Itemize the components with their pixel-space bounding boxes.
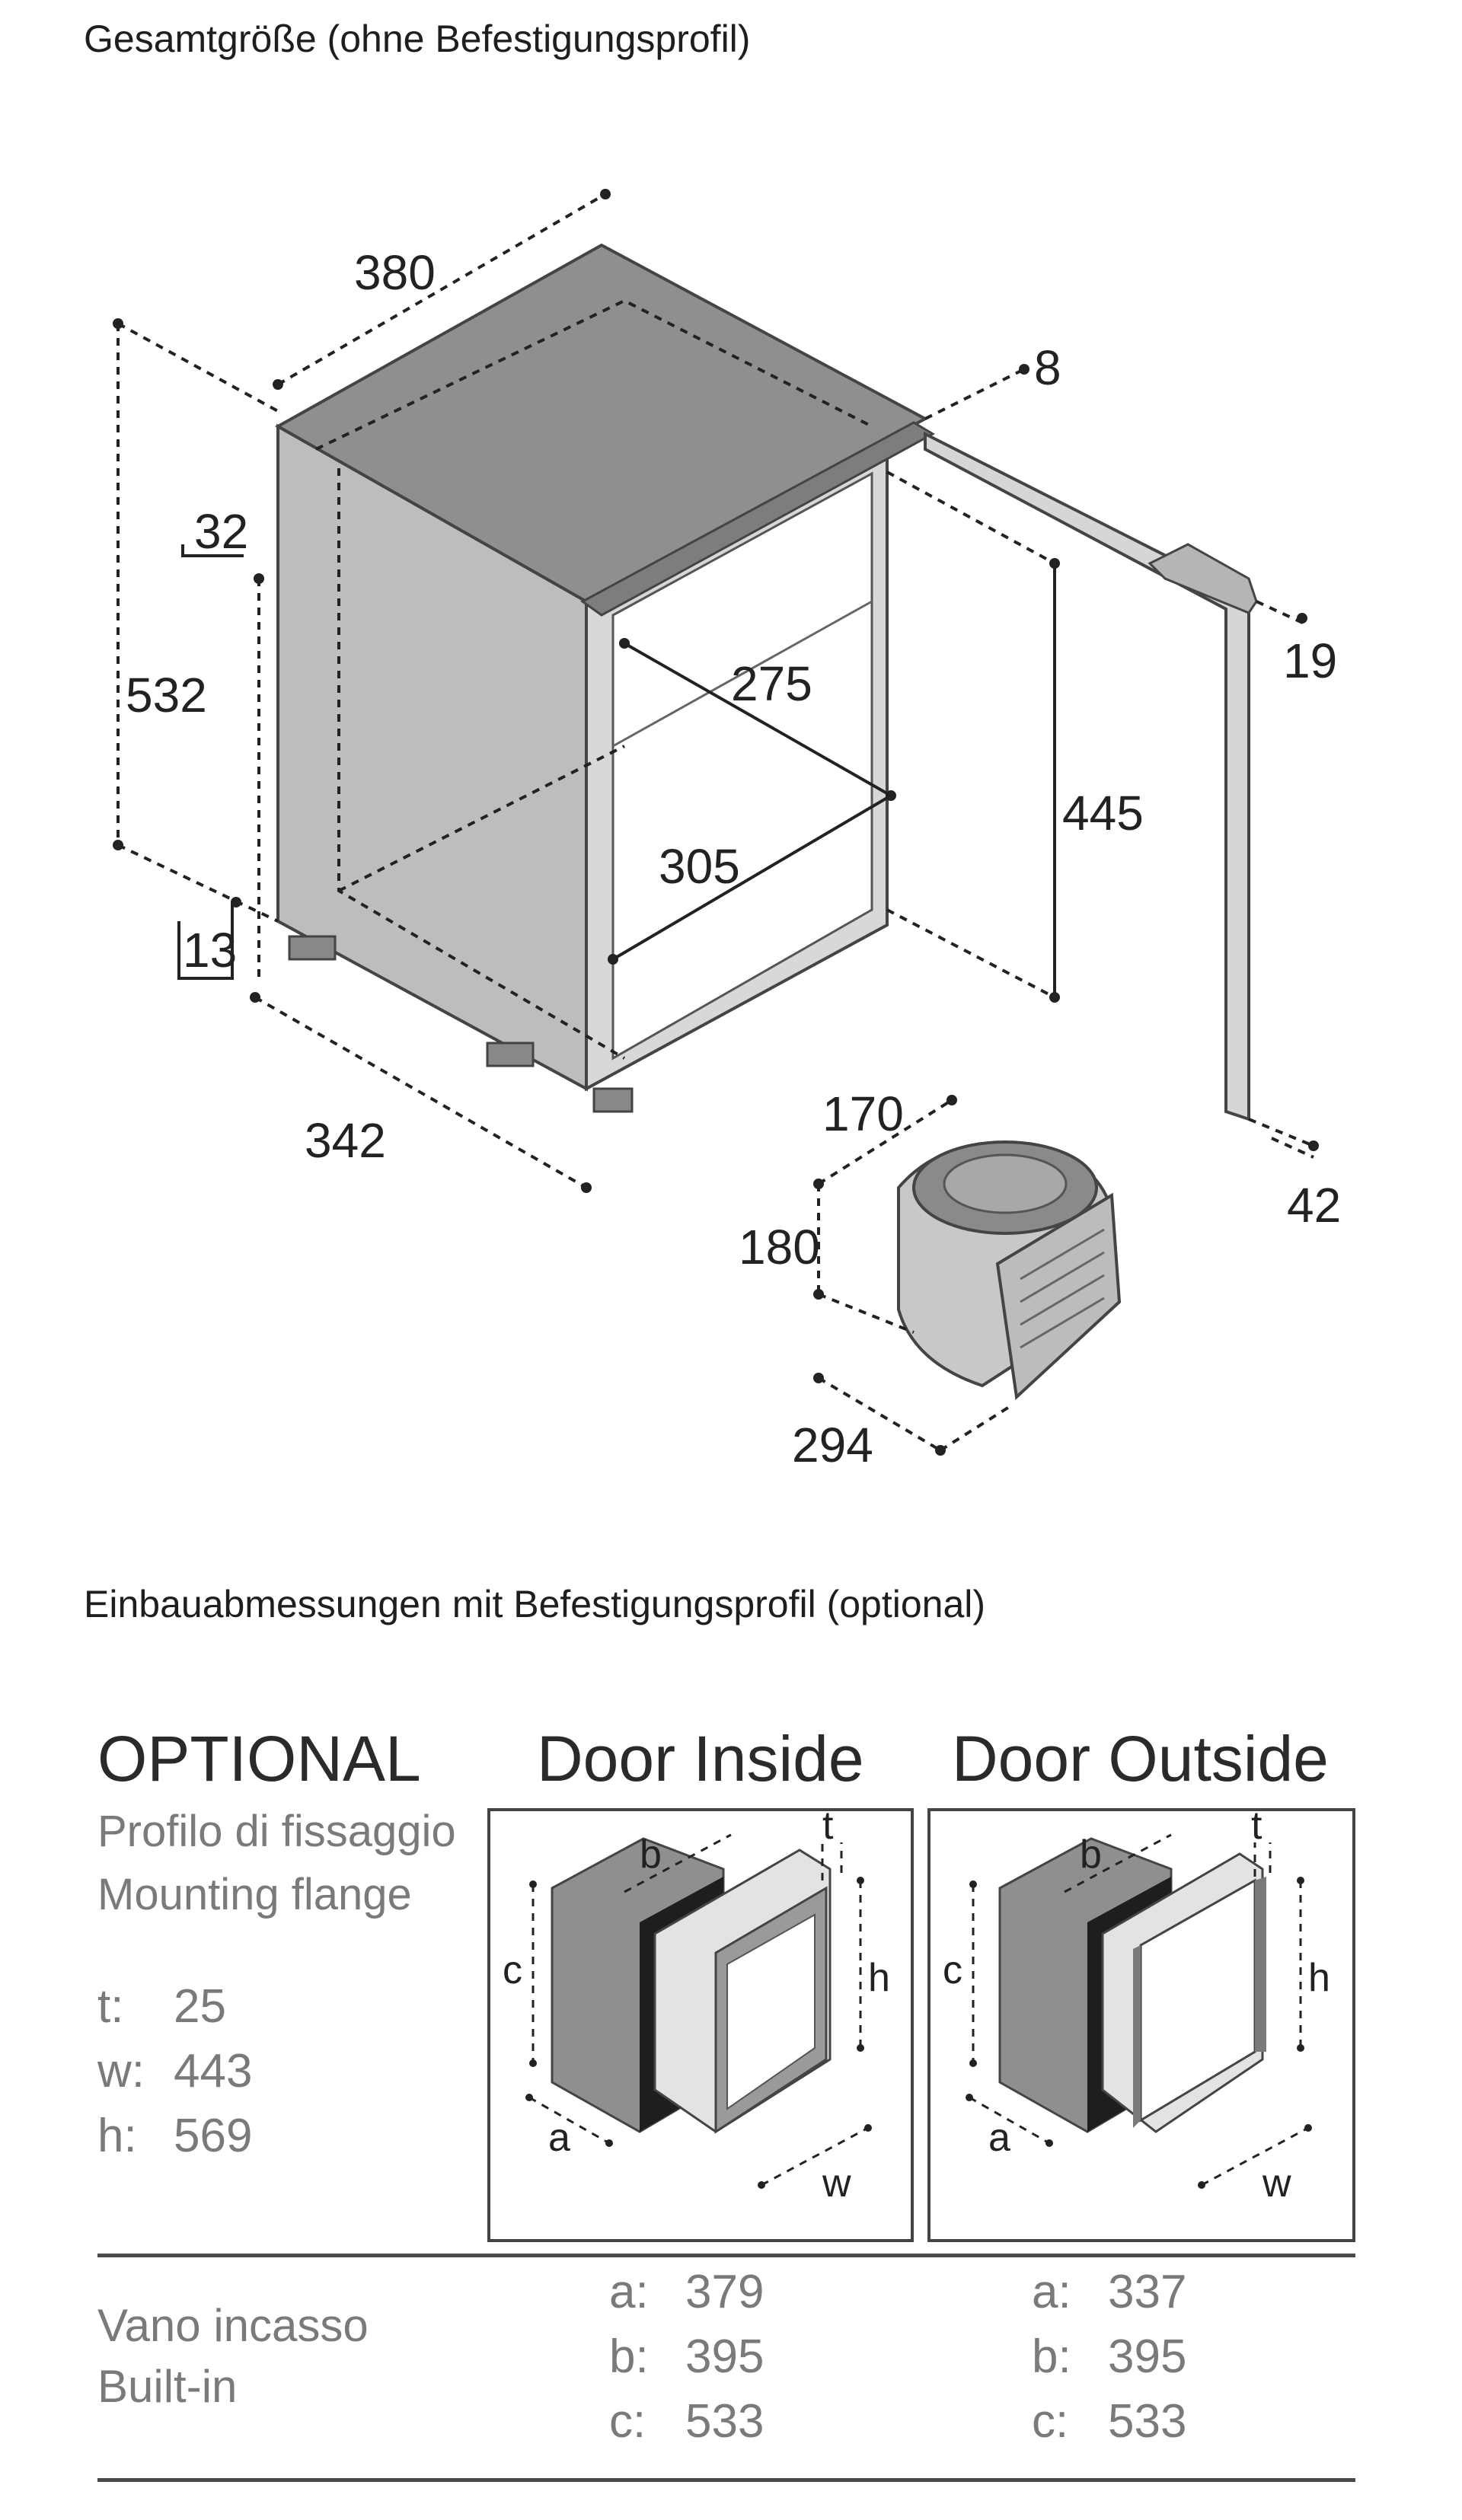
outside-b: b:395 [1032,2330,1187,2383]
spec-t: t:25 [97,1980,226,2033]
dim-305: 305 [659,839,740,894]
foot-left [288,935,337,961]
door-inside-panel: b t c h a w [487,1808,914,2242]
optional-title: OPTIONAL [97,1723,421,1794]
dim-42: 42 [1287,1178,1341,1233]
inside-a: a:379 [609,2266,765,2318]
interior-dashed-edge [315,298,873,451]
dim-170: 170 [822,1086,904,1141]
label-w: w [1262,2161,1291,2206]
top-rail [580,421,936,617]
shelf-line [612,600,873,748]
label-w: w [822,2161,851,2206]
spec-h: h:569 [97,2110,253,2162]
spec-w: w:443 [97,2045,253,2097]
foot-front [592,1087,634,1113]
foot-right [486,1041,535,1067]
dim-294: 294 [792,1418,873,1472]
dim-32: 32 [194,504,248,559]
dim-275: 275 [731,656,812,711]
label-b: b [640,1833,662,1877]
door-outside-panel: b t c h a w [927,1808,1355,2242]
label-c: c [943,1948,962,1992]
label-h: h [1308,1956,1330,2000]
installation-heading: Einbauabmessungen mit Befestigungsprofil… [84,1583,986,1625]
interior-dashed-edge [338,745,625,892]
flange-label-en: Mounting flange [97,1870,412,1919]
label-t: t [822,1808,834,1848]
label-a: a [548,2116,570,2160]
dim-13: 13 [183,923,237,978]
built-in-label-en: Built-in [97,2361,238,2412]
dim-532: 532 [126,668,207,723]
overall-size-heading: Gesamtgröße (ohne Befestigungsprofil) [84,18,751,60]
dim-180: 180 [739,1220,820,1274]
label-h: h [868,1956,890,2000]
dim-445: 445 [1062,786,1144,841]
flange-label-it: Profilo di fissaggio [97,1807,456,1856]
built-in-label-it: Vano incasso [97,2300,369,2351]
cabinet-opening [611,471,873,1061]
dim-342: 342 [305,1113,386,1168]
fridge-dimension-diagram: 380 532 32 13 342 8 19 275 305 445 42 [113,189,1341,1472]
table-bottom-rule [97,2478,1355,2482]
dim-8: 8 [1034,340,1061,395]
door-outside-title: Door Outside [952,1723,1329,1794]
table-top-rule [97,2254,1355,2257]
label-b: b [1080,1833,1102,1877]
cooling-unit [897,1140,1122,1401]
label-a: a [988,2116,1010,2160]
door-handle [1148,543,1258,614]
label-c: c [503,1948,522,1992]
dim-380: 380 [354,245,436,300]
inside-c: c:533 [609,2395,765,2448]
door-inside-title: Door Inside [537,1723,864,1794]
outside-a: a:337 [1032,2266,1187,2318]
label-t: t [1251,1808,1262,1848]
inside-b: b:395 [609,2330,765,2383]
outside-c: c:533 [1032,2395,1187,2448]
fridge-door [924,431,1250,1121]
dim-19: 19 [1283,633,1337,688]
